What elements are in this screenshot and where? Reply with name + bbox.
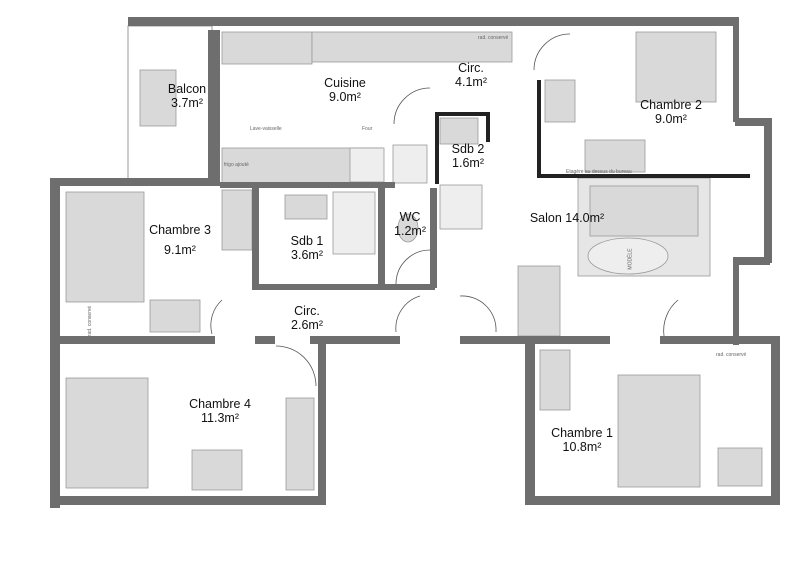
bed-chambre-3 — [65, 191, 145, 303]
room-area: 4.1m² — [455, 75, 487, 89]
chair-chambre-2 — [544, 79, 576, 123]
room-name: Chambre 2 — [640, 98, 702, 112]
room-name: Chambre 4 — [189, 397, 251, 411]
shelf-label: Etagère au dessus du bureau — [566, 169, 632, 175]
radiator-label: rad. conservé — [716, 352, 747, 358]
room-area: 1.2m² — [394, 224, 426, 238]
room-area: 9.0m² — [329, 90, 361, 104]
balcony-table — [139, 69, 177, 127]
room-area: 14.0m² — [565, 211, 605, 225]
coffee-table — [587, 237, 669, 275]
sdb1-shower — [332, 191, 376, 255]
desk-chambre-4 — [191, 449, 243, 491]
sdb2-sink — [439, 117, 479, 145]
door-swings — [210, 33, 679, 387]
radiator-label: rad. conservé — [478, 35, 509, 41]
dishwasher-label: Lave-vaisselle — [250, 126, 282, 132]
wardrobe-chambre-3 — [221, 189, 253, 251]
desk-chambre-2 — [584, 139, 646, 173]
room-circ-2: Circ.2.6m² — [291, 304, 323, 332]
bed-chambre-1 — [617, 374, 701, 488]
bed-chambre-4 — [65, 377, 149, 489]
room-area: 2.6m² — [291, 318, 323, 332]
room-area: 3.7m² — [171, 96, 203, 110]
room-area: 9.1m² — [164, 243, 196, 257]
room-name: Salon — [529, 211, 562, 225]
room-name: Circ. — [294, 304, 320, 318]
room-salon: Salon 14.0m² — [530, 211, 604, 225]
desk-chambre-3 — [149, 299, 201, 333]
room-circ-1: Circ.4.1m² — [455, 61, 487, 89]
cooktop — [349, 147, 385, 183]
wardrobe-chambre-4 — [285, 397, 315, 491]
room-name: Circ. — [458, 61, 484, 75]
sdb1-sink — [284, 194, 328, 220]
room-area: 3.6m² — [291, 248, 323, 262]
oven-label: Four — [362, 126, 373, 132]
desk-chambre-1 — [717, 447, 763, 487]
toilet — [397, 213, 419, 243]
room-name: WC — [399, 210, 421, 224]
room-area: 1.6m² — [452, 156, 484, 170]
room-name: Sdb 2 — [451, 142, 485, 156]
wardrobe-chambre-1 — [539, 349, 571, 411]
fridge-label: frigo ajouté — [224, 162, 249, 168]
kitchen-counter-top-2 — [311, 31, 513, 63]
room-name: Chambre 3 — [149, 223, 211, 237]
room-name: Cuisine — [324, 76, 366, 90]
room-name: Balcon — [167, 82, 207, 96]
radiator-label: rad. conservé — [87, 305, 94, 337]
kitchen-counter-top — [221, 31, 313, 65]
room-area: 11.3m² — [201, 411, 239, 425]
room-name: Sdb 1 — [290, 234, 324, 248]
model-label: MODÈLE — [627, 248, 634, 270]
sdb2-shower — [439, 184, 483, 230]
room-area: 9.0m² — [655, 112, 687, 126]
washing-machine — [392, 144, 428, 184]
room-name: Chambre 1 — [551, 426, 613, 440]
walls — [50, 17, 780, 508]
room-chambre-3: Chambre 3 9.1m² — [149, 220, 211, 260]
dining-table — [517, 265, 561, 337]
furniture — [65, 31, 763, 491]
sofa — [589, 185, 699, 237]
bed-chambre-2 — [635, 31, 717, 103]
room-area: 10.8m² — [562, 440, 602, 454]
